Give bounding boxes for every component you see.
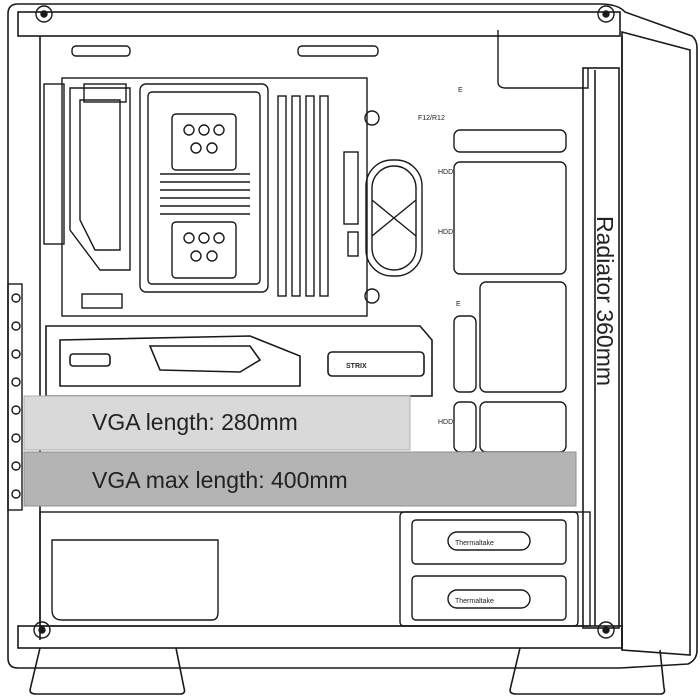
- vga-max-length-band: [23, 451, 577, 507]
- drive-cage-brand-top: Thermaltake: [455, 540, 494, 547]
- e-mark-top: E: [458, 87, 463, 94]
- front-fan-frame: [365, 159, 423, 277]
- vga-length-label: VGA length: 280mm: [92, 409, 298, 435]
- cpu-cooler: [139, 83, 269, 293]
- motherboard: [61, 77, 368, 317]
- rear-io-brackets: [7, 83, 65, 511]
- e-mark-mid: E: [456, 301, 461, 308]
- hdd-label-2: HDD: [438, 229, 453, 236]
- vga-length-band: [23, 395, 411, 451]
- drive-cage-brand-bottom: Thermaltake: [455, 598, 494, 605]
- screw-icons: [33, 5, 615, 639]
- graphics-card: [45, 325, 433, 397]
- hdd-label-1: HDD: [438, 169, 453, 176]
- radiator-label: Radiator 360mm: [592, 216, 618, 386]
- gpu-brand-text: STRIX: [346, 363, 367, 370]
- ram-slots: [277, 95, 380, 304]
- top-vent-slots: [71, 30, 589, 89]
- drive-bays: [453, 129, 567, 453]
- vga-max-length-label: VGA max length: 400mm: [92, 467, 348, 493]
- hdd-label-3: HDD: [438, 419, 453, 426]
- psu-shroud: [39, 511, 591, 627]
- fan-slot-label: F12/R12: [418, 115, 445, 122]
